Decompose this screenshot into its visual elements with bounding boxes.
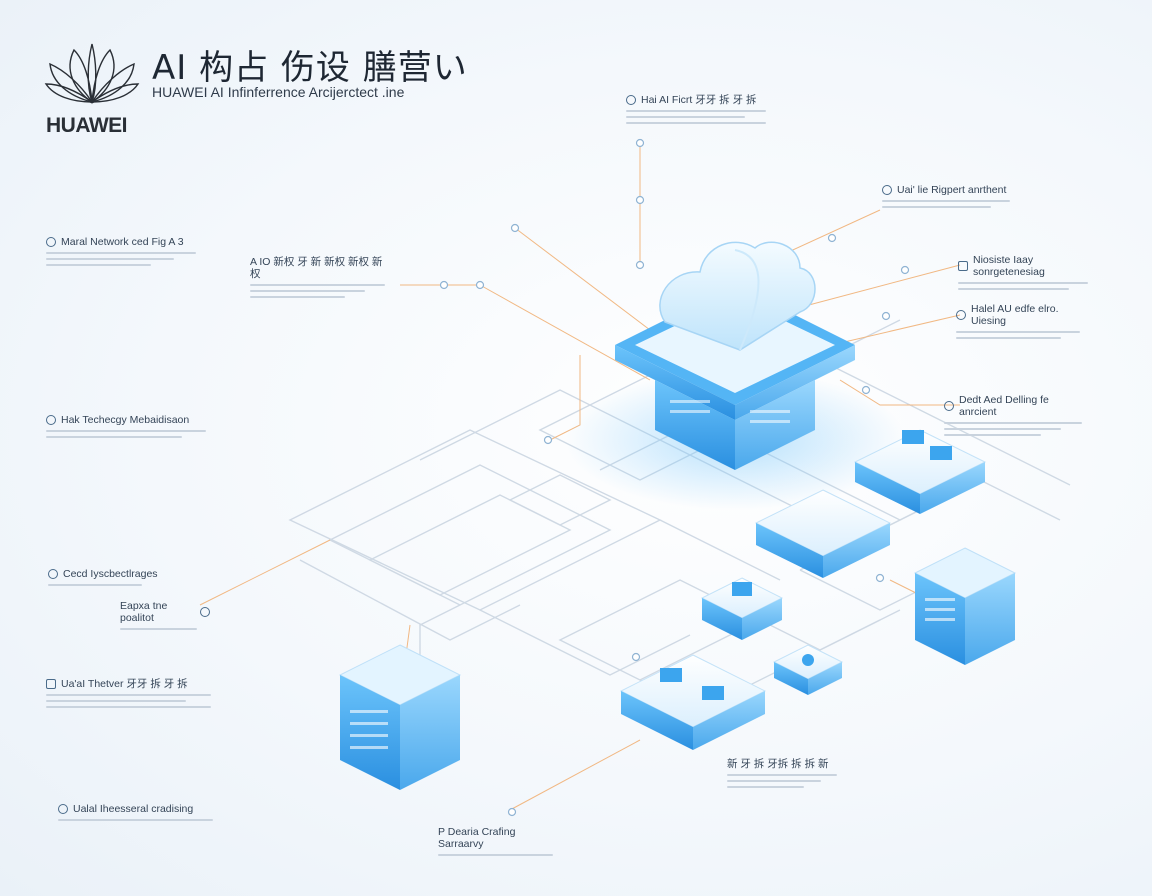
leader-dots — [439, 138, 910, 817]
note-label: Eapxa tne poalitot — [120, 600, 168, 624]
note-label: Uai' lie Rigpert anrthent — [897, 184, 1007, 196]
cloud-icon — [659, 241, 816, 351]
note-label: Dedt Aed Delling fe anrcient — [959, 394, 1049, 418]
server-module-b — [754, 489, 892, 578]
note-label: Maral Network ced Fig A 3 — [61, 236, 184, 248]
circle-icon — [626, 95, 636, 105]
note-left-4: Ua'aI Thetver 牙牙 拆 牙 拆 — [46, 678, 211, 708]
note-left-2: Hak Techecgy Mebaidisaon — [46, 414, 206, 438]
note-left-1: Maral Network ced Fig A 3 — [46, 236, 196, 266]
square-icon — [958, 261, 968, 271]
note-label: Hai AI Ficrt 牙牙 拆 牙 拆 — [641, 94, 757, 106]
page-subtitle: HUAWEI AI Infinferrence Arcijerctect .in… — [152, 84, 405, 100]
circle-icon — [200, 607, 210, 617]
circle-icon — [58, 804, 68, 814]
server-module-a — [853, 429, 987, 514]
note-label: Niosiste Iaay sonrgetenesiag — [973, 254, 1045, 278]
note-label: Halel AU edfe elro. Uiesing — [971, 303, 1059, 327]
note-label: Ualal Iheesseral cradising — [73, 803, 194, 815]
circle-icon — [882, 185, 892, 195]
note-label: Hak Techecgy Mebaidisaon — [61, 414, 190, 426]
huawei-logo — [44, 40, 144, 106]
note-right-3: Halel AU edfe elro. Uiesing — [956, 303, 1080, 339]
square-icon — [46, 679, 56, 689]
circle-icon — [48, 569, 58, 579]
note-top-center: Hai AI Ficrt 牙牙 拆 牙 拆 — [626, 94, 766, 124]
note-right-2: Niosiste Iaay sonrgetenesiag — [958, 254, 1088, 290]
note-bottom-mid: P Dearia Crafing Sarraarvy — [438, 826, 553, 856]
note-left-3: Cecd Iyscbectlrages — [48, 568, 158, 586]
server-module-c — [700, 577, 784, 640]
huawei-petal-icon — [44, 43, 140, 105]
note-label: P Dearia Crafing Sarraarvy — [438, 826, 516, 850]
note-label: 新 牙 拆 牙拆 拆 拆 新 — [727, 758, 829, 770]
circle-icon — [46, 237, 56, 247]
storage-cube-right — [913, 547, 1017, 665]
storage-cube-left — [338, 644, 462, 790]
note-label: A IO 新权 牙 新 新权 新权 新权 — [250, 256, 383, 280]
page-title: AI 构占 伤设 膳营い — [152, 48, 468, 88]
note-label: Cecd Iyscbectlrages — [63, 568, 158, 580]
note-mid-left: A IO 新权 牙 新 新权 新权 新权 — [250, 256, 385, 298]
server-module-d — [772, 644, 844, 695]
note-right-1: Uai' lie Rigpert anrthent — [882, 184, 1010, 208]
note-right-4: Dedt Aed Delling fe anrcient — [944, 394, 1082, 436]
circle-icon — [46, 415, 56, 425]
note-label: Ua'aI Thetver 牙牙 拆 牙 拆 — [61, 678, 188, 690]
note-bottom-left: Ualal Iheesseral cradising — [58, 803, 213, 821]
brand-wordmark: HUAWEI — [46, 114, 128, 137]
note-bottom-right: 新 牙 拆 牙拆 拆 拆 新 — [727, 758, 837, 788]
circle-icon — [944, 401, 954, 411]
note-left-3b: Eapxa tne poalitot — [120, 600, 210, 630]
circle-icon — [956, 310, 966, 320]
server-module-e — [619, 654, 767, 750]
